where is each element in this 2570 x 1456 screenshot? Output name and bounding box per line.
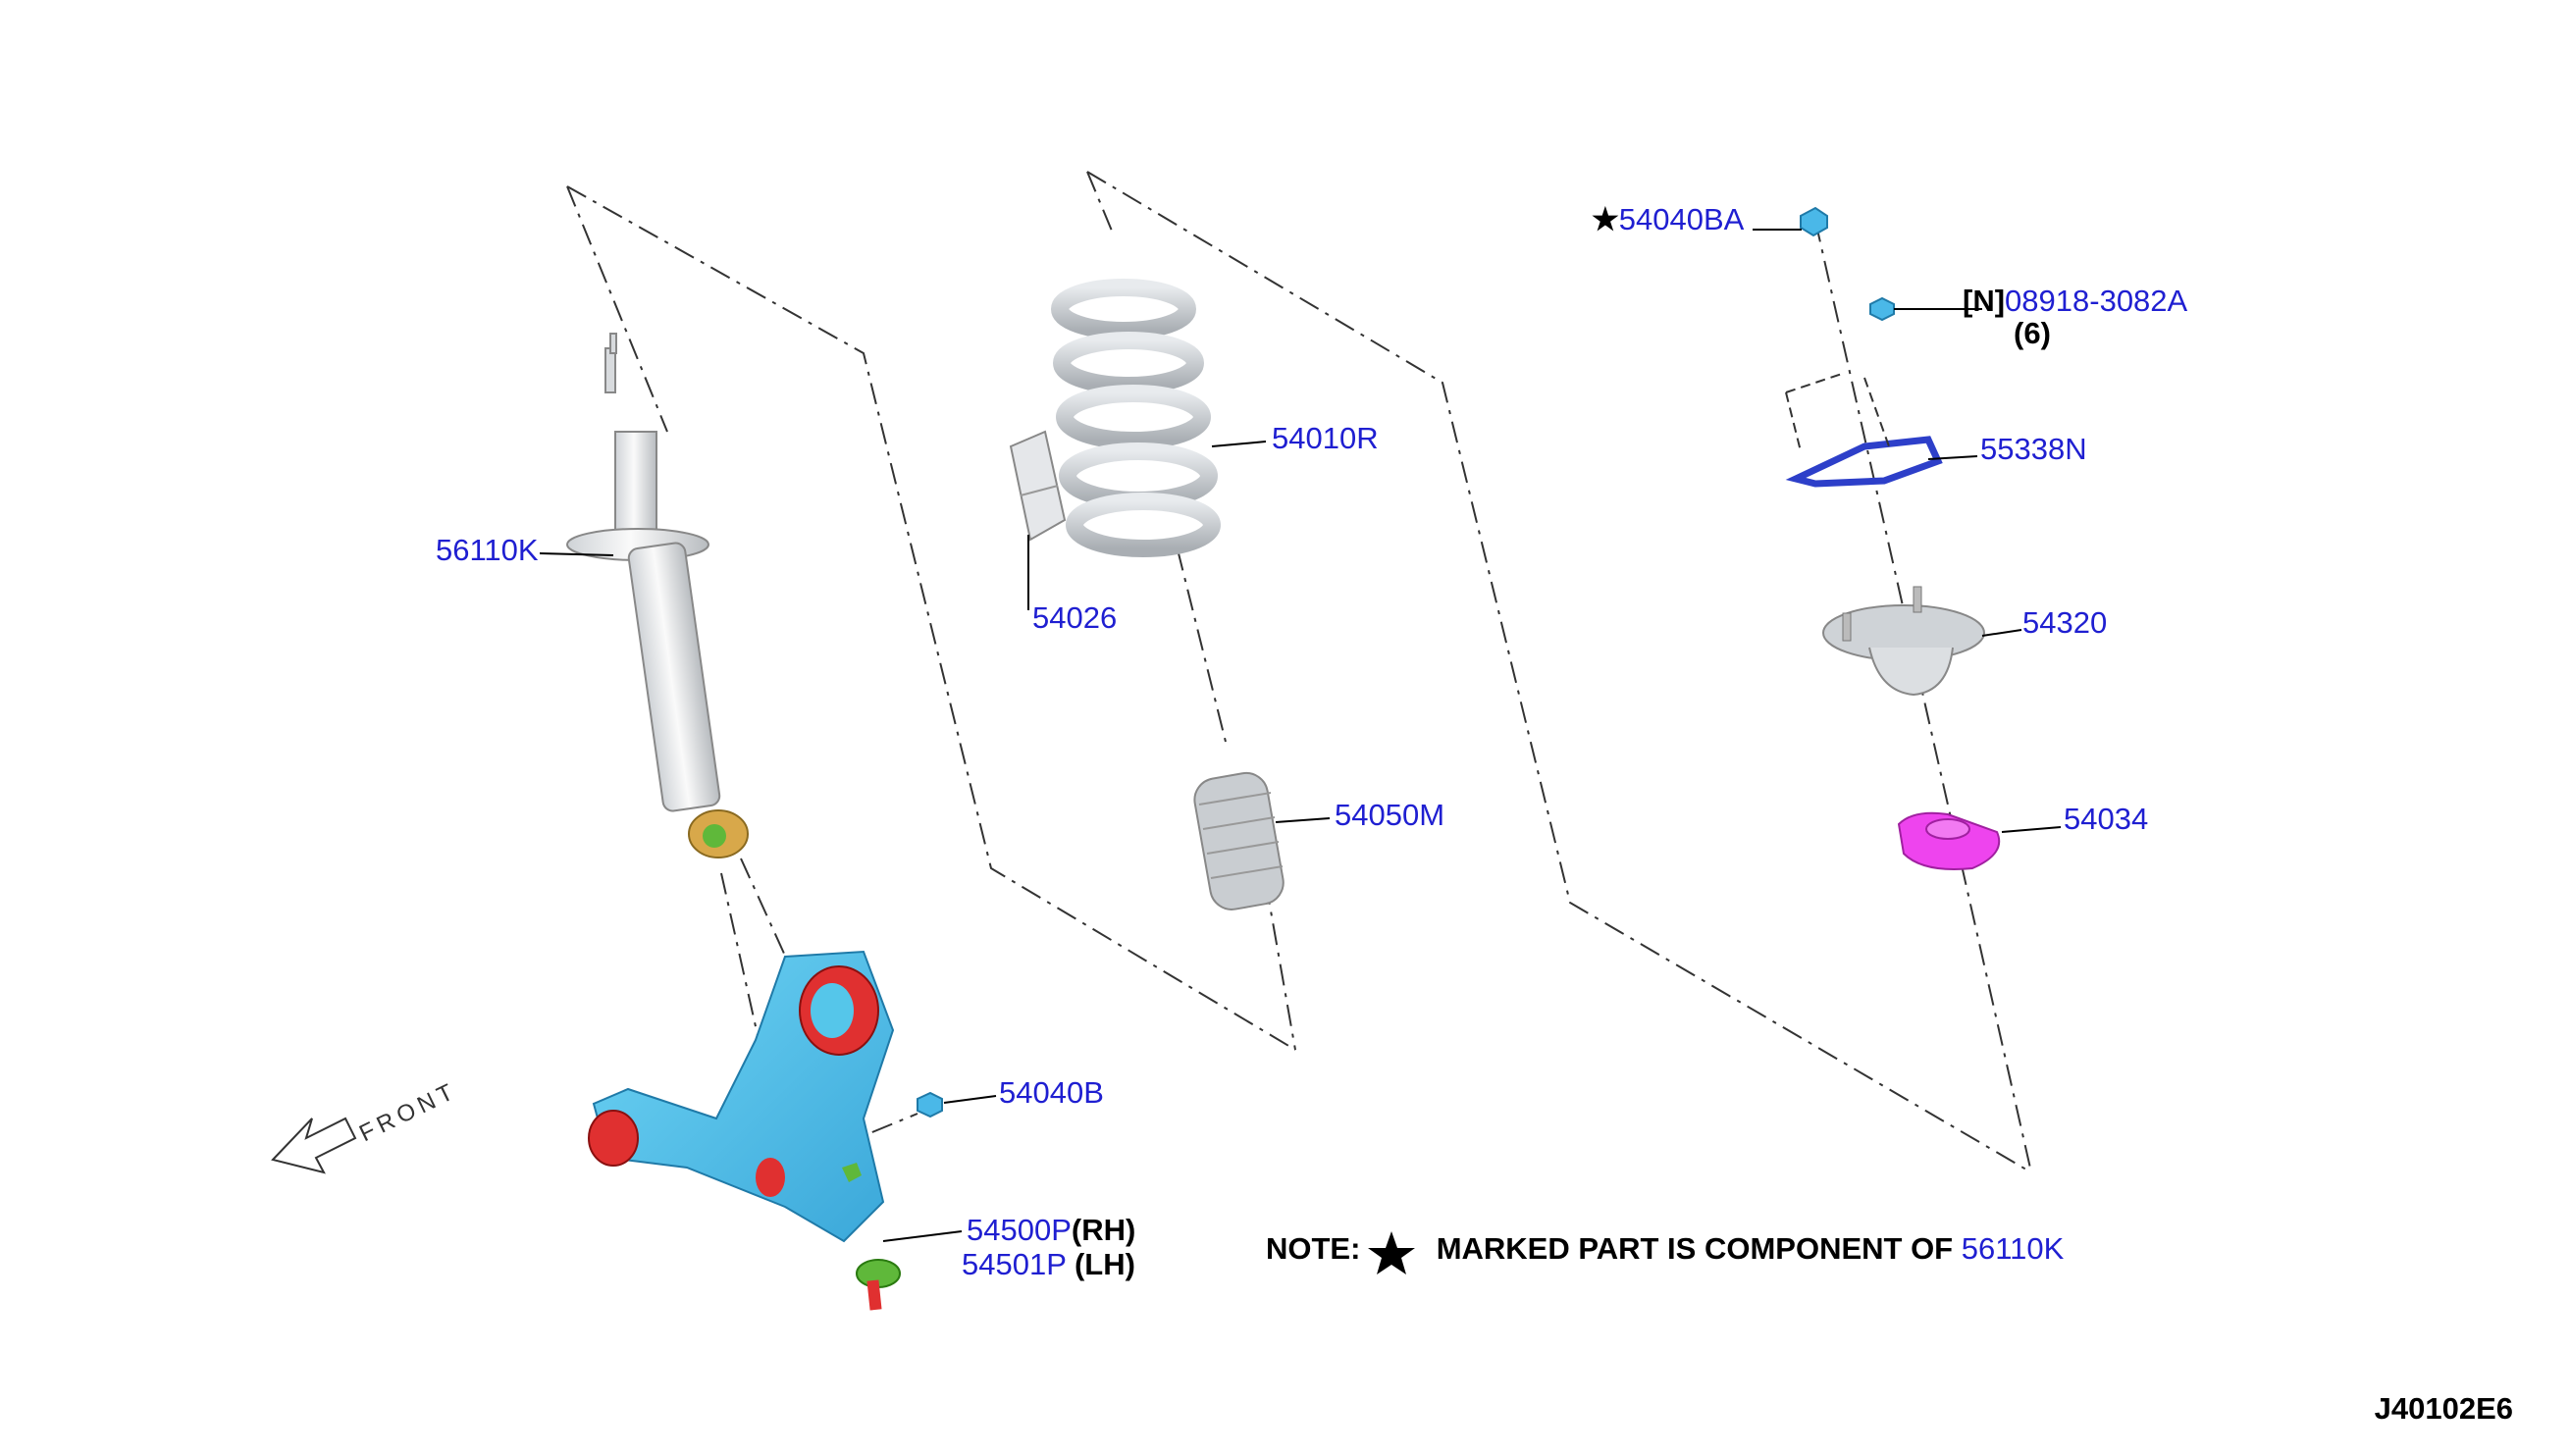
coil-spring-part[interactable] — [1051, 279, 1221, 557]
label-bound-bumper[interactable]: 54026 — [1032, 600, 1118, 635]
label-insulator[interactable]: 55338N — [1980, 432, 2087, 466]
label-lower-arm-rh-side: (RH) — [1071, 1213, 1136, 1247]
assembly-outline-middle — [1086, 171, 2032, 1173]
nut-arm-part[interactable] — [917, 1091, 943, 1118]
nut-top-part[interactable] — [1800, 206, 1828, 237]
label-strut-mount[interactable]: 54320 — [2022, 605, 2108, 640]
label-bolt-prefix: [N] — [1963, 284, 2006, 318]
axis-lines — [720, 220, 2032, 1173]
label-dust-boot[interactable]: 54050M — [1335, 798, 1445, 832]
spring-seat-part[interactable] — [1897, 811, 2001, 870]
label-bolt[interactable]: [N]08918-3082A — [1963, 285, 2187, 318]
front-arrow-icon — [271, 1117, 357, 1174]
label-lower-arm-lh-number[interactable]: 54501P — [962, 1247, 1067, 1281]
label-coil-spring[interactable]: 54010R — [1272, 421, 1379, 455]
label-nut-top-number[interactable]: 54040BA — [1618, 202, 1745, 236]
label-nut-arm[interactable]: 54040B — [999, 1075, 1104, 1110]
diagram-code: J40102E6 — [2374, 1391, 2513, 1426]
label-spring-seat[interactable]: 54034 — [2064, 802, 2149, 836]
label-lower-arm-lh[interactable]: 54501P (LH) — [962, 1248, 1135, 1281]
note-text: MARKED PART IS COMPONENT OF — [1436, 1231, 1954, 1266]
label-lower-arm-rh-number[interactable]: 54500P — [967, 1213, 1072, 1247]
star-icon — [1368, 1231, 1415, 1274]
bound-bumper-part[interactable] — [1009, 430, 1067, 542]
strut-mount-part[interactable] — [1822, 586, 1985, 697]
lower-arm-part[interactable] — [588, 950, 901, 1311]
bolt-part[interactable] — [1869, 296, 1895, 322]
insulator-part[interactable] — [1785, 372, 1943, 488]
note-prefix: NOTE: — [1266, 1231, 1361, 1266]
shock-absorber-part[interactable] — [566, 333, 749, 858]
leader-lines — [539, 229, 2062, 1242]
star-marker: ★ — [1592, 202, 1619, 236]
label-nut-top[interactable]: ★54040BA — [1592, 203, 1744, 236]
dust-boot-part[interactable] — [1191, 769, 1286, 912]
label-lower-arm-rh[interactable]: 54500P(RH) — [967, 1214, 1135, 1247]
note-line: NOTE: MARKED PART IS COMPONENT OF 56110K — [1266, 1232, 2064, 1266]
label-bolt-number[interactable]: 08918-3082A — [2005, 284, 2188, 318]
assembly-outline-left — [566, 185, 1296, 1129]
label-lower-arm-lh-side: (LH) — [1074, 1247, 1135, 1281]
note-part-number[interactable]: 56110K — [1961, 1231, 2065, 1266]
label-bolt-quantity: (6) — [2014, 316, 2051, 350]
label-shock-absorber[interactable]: 56110K — [436, 533, 539, 567]
